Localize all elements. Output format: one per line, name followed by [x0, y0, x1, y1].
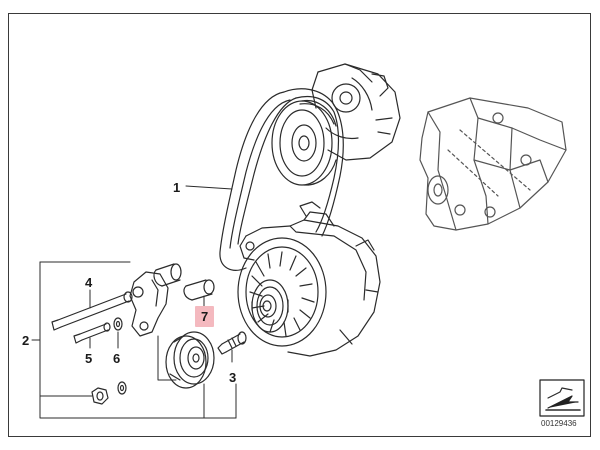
ac-compressor	[311, 63, 401, 161]
diagram-frame	[8, 13, 591, 437]
alternator	[237, 201, 381, 357]
document-number: 00129436	[541, 419, 577, 428]
callout-1: 1	[173, 180, 181, 195]
callout-4: 4	[85, 275, 93, 290]
bolt-3	[217, 331, 247, 355]
compressor-bracket	[419, 97, 567, 231]
washer-6	[113, 317, 123, 331]
callout-5: 5	[85, 351, 93, 366]
arrow-pictogram-icon	[539, 379, 585, 417]
bolt-4	[51, 291, 133, 331]
sleeve-upper	[153, 263, 182, 287]
callout-3: 3	[229, 370, 237, 385]
tensioner-bracket	[129, 271, 169, 337]
bolt-5	[73, 322, 111, 344]
idler-pulley	[165, 331, 215, 389]
callout-7-highlighted: 7	[195, 306, 215, 327]
callout-6: 6	[113, 351, 121, 366]
compressor-pulley	[271, 99, 337, 186]
callout-2: 2	[22, 333, 30, 348]
sleeve-part-7	[183, 279, 215, 301]
nut-and-washer	[91, 381, 127, 405]
ribbed-belt	[219, 88, 344, 271]
leader-lines	[31, 185, 237, 419]
